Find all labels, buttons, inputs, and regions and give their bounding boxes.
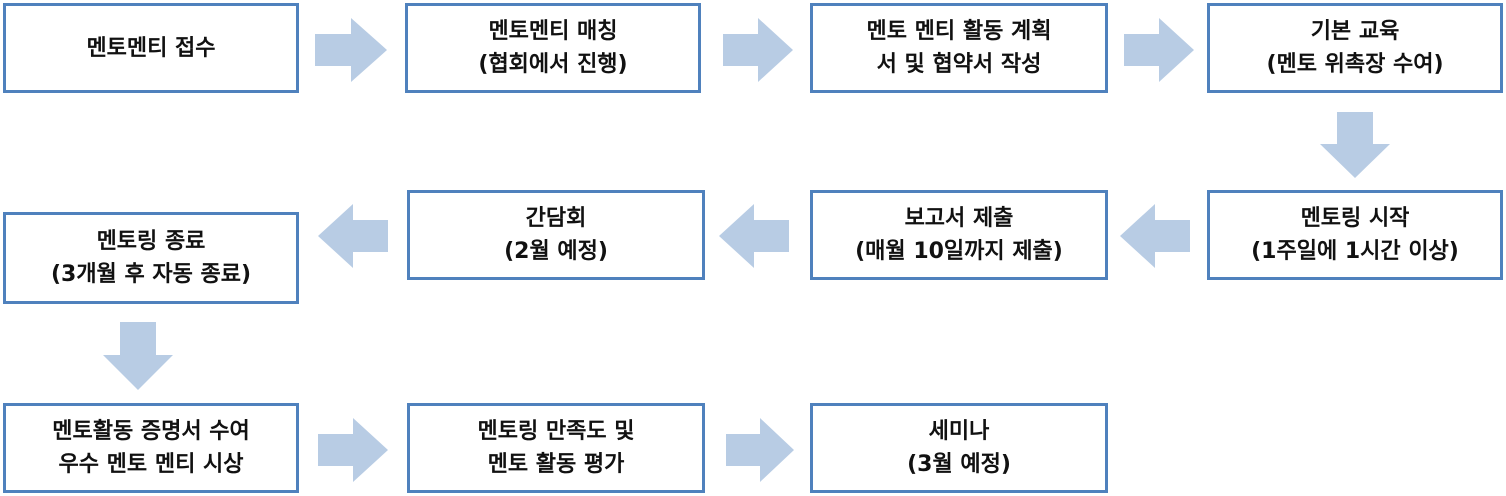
step-2-line1: 멘토멘티 매칭 — [488, 19, 618, 44]
step-6-line1: 보고서 제출 — [904, 206, 1014, 231]
step-1-line1: 멘토멘티 접수 — [86, 35, 216, 61]
step-10-line1: 멘토링 만족도 및 — [477, 419, 635, 444]
arrow-down-1-icon — [1320, 112, 1390, 178]
step-8-box: 멘토링 종료 (3개월 후 자동 종료) — [3, 212, 299, 304]
arrow-left-1-icon — [1120, 204, 1190, 268]
step-7-line1: 간담회 — [525, 206, 587, 231]
step-4-line1: 기본 교육 — [1310, 19, 1400, 44]
arrow-right-5-icon — [726, 418, 794, 482]
step-6-box: 보고서 제출 (매월 10일까지 제출) — [810, 190, 1108, 280]
step-11-line1: 세미나 — [928, 419, 990, 444]
arrow-right-4-icon — [318, 418, 388, 482]
arrow-right-1-icon — [315, 18, 387, 82]
arrow-left-3-icon — [318, 204, 388, 268]
step-3-line1: 멘토 멘티 활동 계획 — [866, 19, 1052, 44]
step-5-line2: (1주일에 1시간 이상) — [1251, 239, 1459, 264]
step-6-line2: (매월 10일까지 제출) — [855, 239, 1063, 264]
step-8-line1: 멘토링 종료 — [96, 229, 206, 254]
step-9-line2: 우수 멘토 멘티 시상 — [58, 452, 244, 477]
step-11-box: 세미나 (3월 예정) — [810, 403, 1108, 493]
arrow-right-3-icon — [1124, 18, 1194, 82]
step-2-line2: (협회에서 진행) — [478, 52, 628, 77]
step-7-box: 간담회 (2월 예정) — [407, 190, 705, 280]
step-5-line1: 멘토링 시작 — [1300, 206, 1410, 231]
step-4-line2: (멘토 위촉장 수여) — [1266, 52, 1444, 77]
step-9-box: 멘토활동 증명서 수여 우수 멘토 멘티 시상 — [3, 403, 299, 493]
arrow-left-2-icon — [719, 204, 789, 268]
step-4-box: 기본 교육 (멘토 위촉장 수여) — [1207, 3, 1503, 93]
step-5-box: 멘토링 시작 (1주일에 1시간 이상) — [1207, 190, 1503, 280]
arrow-right-2-icon — [723, 18, 793, 82]
arrow-down-2-icon — [103, 322, 173, 390]
step-3-line2: 서 및 협약서 작성 — [876, 52, 1042, 77]
step-1-box: 멘토멘티 접수 — [3, 3, 299, 93]
step-9-line1: 멘토활동 증명서 수여 — [52, 419, 250, 444]
step-8-line2: (3개월 후 자동 종료) — [50, 262, 252, 287]
step-10-line2: 멘토 활동 평가 — [487, 452, 625, 477]
step-10-box: 멘토링 만족도 및 멘토 활동 평가 — [407, 403, 705, 493]
step-7-line2: (2월 예정) — [504, 239, 608, 264]
step-3-box: 멘토 멘티 활동 계획 서 및 협약서 작성 — [810, 3, 1108, 93]
step-2-box: 멘토멘티 매칭 (협회에서 진행) — [405, 3, 701, 93]
step-11-line2: (3월 예정) — [907, 452, 1011, 477]
